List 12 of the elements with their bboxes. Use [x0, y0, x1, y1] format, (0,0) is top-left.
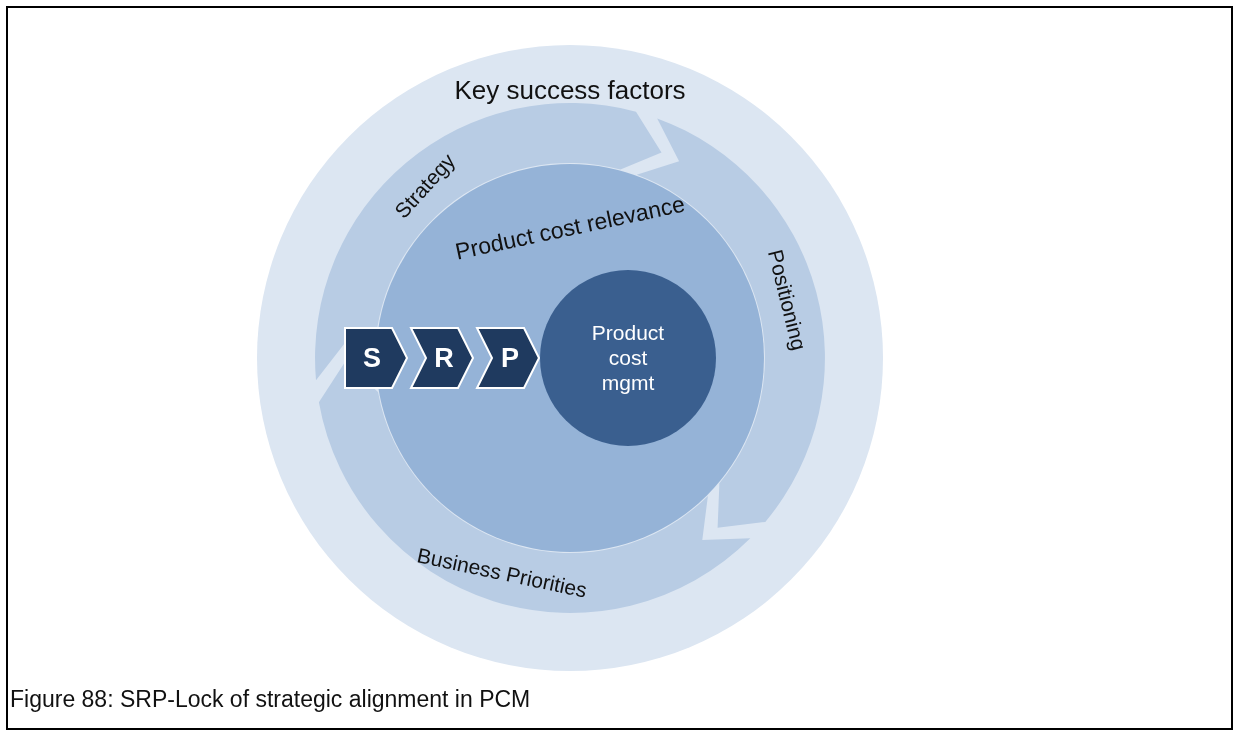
ring-title: Key success factors: [454, 74, 686, 106]
chevron-step: [410, 327, 474, 389]
circle-title: Product cost relevance: [452, 190, 688, 266]
segment-label: Business Priorities: [415, 542, 590, 603]
segment-label: Positioning: [763, 247, 812, 353]
step-letter: R: [434, 342, 454, 374]
chevron-step: [476, 327, 540, 389]
step-letter: S: [363, 342, 381, 374]
figure-caption: Figure 88: SRP-Lock of strategic alignment in PCM: [10, 686, 531, 713]
core-label: Product cost mgmt: [590, 320, 666, 396]
step-letter: P: [501, 342, 519, 374]
chevron-step: [344, 327, 408, 389]
